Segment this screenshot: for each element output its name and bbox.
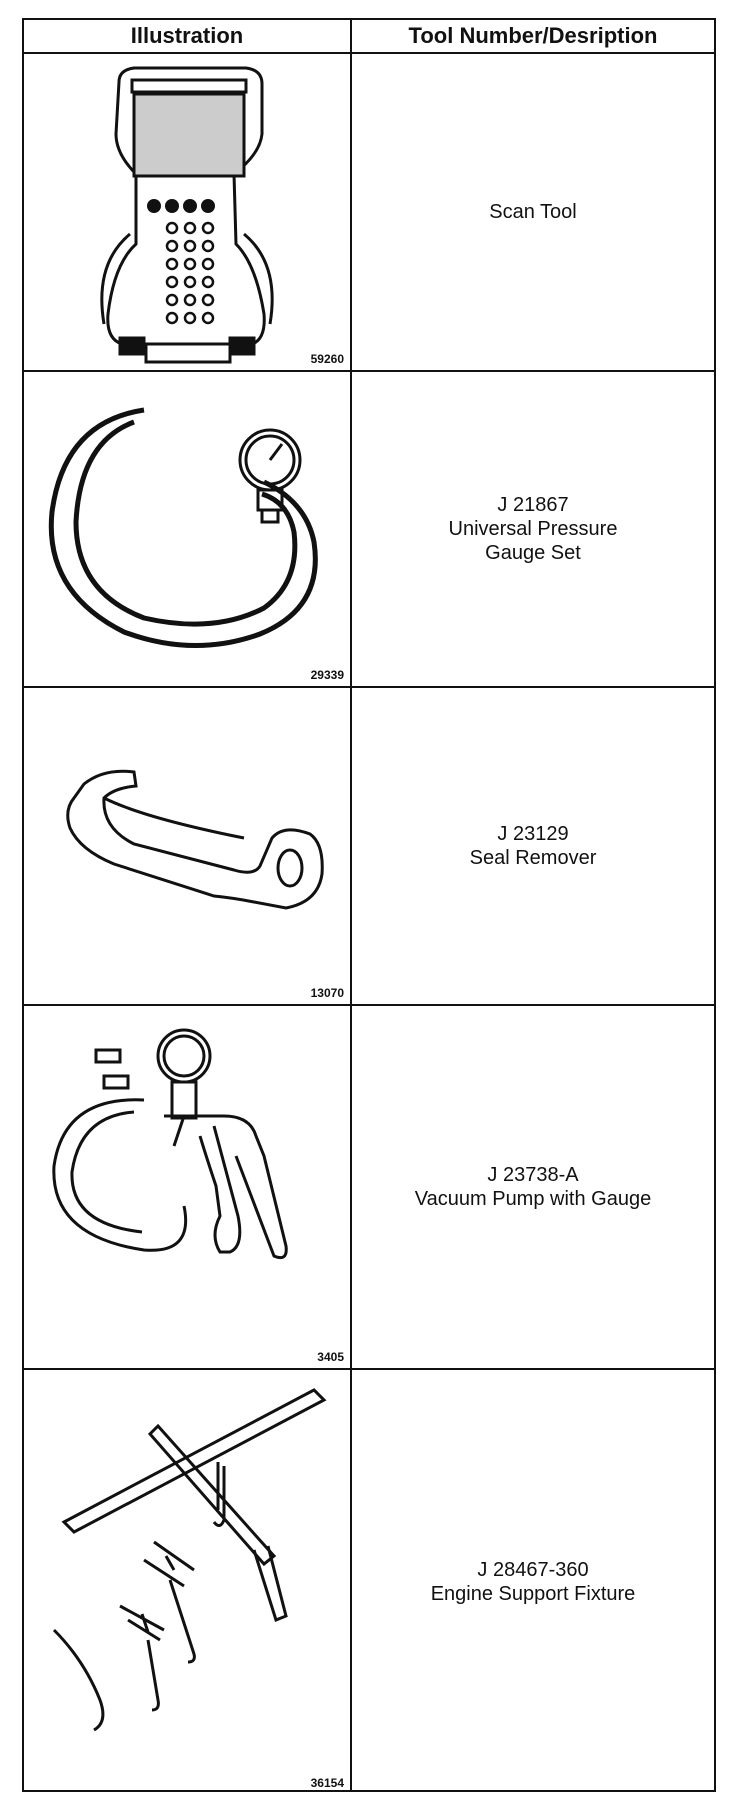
tool-name: Seal Remover bbox=[469, 847, 597, 869]
table-row: 29339 J 21867 Universal Pressure Gauge S… bbox=[24, 372, 714, 688]
figure-number: 29339 bbox=[310, 668, 344, 682]
tool-description: J 21867 Universal Pressure Gauge Set bbox=[352, 372, 714, 686]
header-tool: Tool Number/Desription bbox=[408, 23, 658, 48]
figure-number: 59260 bbox=[310, 352, 344, 366]
tool-name: Scan Tool bbox=[489, 201, 577, 223]
tool-name: Universal Pressure Gauge Set bbox=[448, 518, 618, 564]
seal-remover-icon: 13070 bbox=[24, 688, 350, 1004]
tool-number: J 23129 bbox=[497, 823, 569, 845]
header-illustration: Illustration bbox=[130, 23, 244, 48]
table-header: Illustration Tool Number/Desription bbox=[24, 20, 714, 54]
scan-tool-icon: 59260 bbox=[24, 54, 350, 370]
tool-number: J 28467-360 bbox=[477, 1559, 589, 1581]
figure-number: 3405 bbox=[317, 1350, 344, 1364]
tool-description: J 23129 Seal Remover bbox=[352, 688, 714, 1004]
tool-description: J 28467-360 Engine Support Fixture bbox=[352, 1370, 714, 1794]
tool-table: Illustration Tool Number/Desription bbox=[22, 18, 716, 1792]
table-row: 13070 J 23129 Seal Remover bbox=[24, 688, 714, 1006]
column-divider bbox=[350, 20, 352, 1790]
tool-description: Scan Tool bbox=[352, 54, 714, 370]
tool-description: J 23738-A Vacuum Pump with Gauge bbox=[352, 1006, 714, 1368]
figure-number: 36154 bbox=[310, 1776, 344, 1790]
vacuum-pump-icon: 3405 bbox=[24, 1006, 350, 1368]
engine-support-fixture-icon: 36154 bbox=[24, 1370, 350, 1794]
table-row: 3405 J 23738-A Vacuum Pump with Gauge bbox=[24, 1006, 714, 1370]
table-row: 36154 J 28467-360 Engine Support Fixture bbox=[24, 1370, 714, 1794]
tool-name: Vacuum Pump with Gauge bbox=[414, 1188, 652, 1210]
tool-name: Engine Support Fixture bbox=[430, 1583, 636, 1605]
tool-number: J 23738-A bbox=[487, 1164, 579, 1186]
figure-number: 13070 bbox=[310, 986, 344, 1000]
pressure-gauge-icon: 29339 bbox=[24, 372, 350, 686]
table-row: 59260 Scan Tool bbox=[24, 54, 714, 372]
tool-number: J 21867 bbox=[497, 494, 569, 516]
